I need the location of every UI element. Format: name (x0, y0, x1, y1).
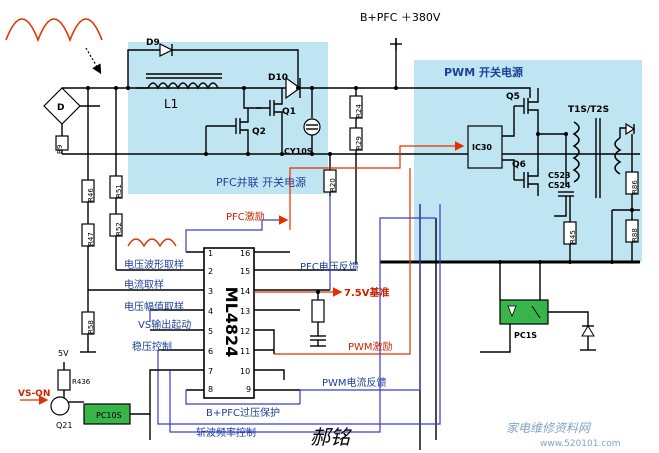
r86-label: R86 (631, 180, 639, 194)
c523-label: C523 (548, 171, 571, 180)
pfc-voltage-feedback-label: PFC电压反馈 (300, 260, 359, 273)
svg-text:4: 4 (208, 307, 213, 316)
d9-label: D9 (146, 38, 160, 48)
svg-text:11: 11 (240, 347, 250, 356)
r51-label: R51 (115, 184, 123, 198)
svg-text:2: 2 (208, 267, 213, 276)
r20-label: R20 (329, 178, 337, 192)
d10-label: D10 (268, 73, 288, 83)
voltage-waveform-sample-label: 电压波形取样 (124, 258, 184, 271)
regulation-label: 稳压控制 (132, 340, 172, 353)
dotted-arrow (85, 47, 102, 75)
svg-text:5: 5 (208, 327, 213, 336)
pwm-block-title: PWM 开关电源 (444, 65, 523, 79)
r46-label: R46 (87, 188, 95, 202)
transformer-label: T1S/T2S (568, 105, 609, 115)
ic-left-pins: 1 2 3 4 5 6 7 8 (208, 249, 213, 394)
r88-label: R88 (631, 228, 639, 242)
q6-label: Q6 (512, 160, 526, 170)
transformer-secondary (614, 137, 622, 175)
r436-label: R436 (72, 378, 91, 386)
bridge-rectifier: D (43, 87, 81, 125)
svg-text:ML4824: ML4824 (222, 287, 241, 358)
r47-label: R47 (87, 232, 95, 246)
q5-label: Q5 (506, 92, 520, 102)
rail-label: B+PFC ＋380V (360, 11, 441, 24)
site-watermark-url: www.520101.com (540, 439, 621, 449)
ic-right-pins: 16 15 14 13 12 11 10 9 (240, 249, 251, 394)
svg-text:9: 9 (246, 385, 251, 394)
sample-waveform-icon (127, 238, 177, 248)
r52-label: R52 (115, 222, 123, 236)
pc10s-label: PC10S (96, 411, 122, 420)
ic30-label: IC30 (472, 143, 492, 152)
r45-label: R45 (569, 230, 577, 244)
q21-label: Q21 (56, 421, 72, 430)
vs-start-label: VS输出起动 (138, 318, 191, 331)
svg-text:12: 12 (240, 327, 250, 336)
pfc-block-shade (128, 42, 328, 194)
svg-text:7: 7 (208, 367, 213, 376)
pc1s-box (499, 299, 549, 325)
pwm-drive-label: PWM激励 (348, 340, 393, 353)
r29-label: R29 (355, 136, 363, 150)
v5-label: 5V (58, 349, 69, 358)
q2-label: Q2 (252, 127, 266, 137)
l1-inductor (147, 82, 219, 90)
junction-dots (86, 86, 634, 294)
svg-text:3: 3 (208, 287, 213, 296)
svg-text:14: 14 (240, 287, 250, 296)
svg-text:6: 6 (208, 347, 213, 356)
l1-label: L1 (164, 97, 178, 111)
r58-label: R58 (87, 320, 95, 334)
signature-watermark: 郝铭 (310, 425, 352, 449)
svg-text:16: 16 (240, 249, 250, 258)
pfc-drive-label: PFC激励 (226, 210, 265, 223)
pwm-current-feedback-label: PWM电流反馈 (322, 376, 387, 389)
pwm-block-shade (414, 60, 642, 262)
transformer-primary (572, 121, 580, 183)
site-watermark-cn: 家电维修资料网 (506, 421, 592, 435)
vs-on-text: VS-ON (18, 389, 50, 399)
svg-text:8: 8 (208, 385, 213, 394)
svg-text:10: 10 (240, 367, 250, 376)
ml4824-ic: ML4824 (203, 247, 255, 399)
svg-text:1: 1 (208, 249, 213, 258)
c524-label: C524 (548, 181, 571, 190)
voltage-amplitude-sample-label: 电压幅值取样 (124, 300, 184, 313)
ref-7v5-label: 7.5V基准 (344, 286, 389, 299)
ic30-box (467, 125, 503, 169)
svg-text:15: 15 (240, 267, 250, 276)
svg-text:D: D (57, 103, 64, 113)
q1-label: Q1 (282, 107, 296, 117)
chop-freq-control-label: 斩波频率控制 (196, 426, 256, 439)
svg-text:13: 13 (240, 307, 250, 316)
pc1s-label: PC1S (514, 331, 537, 340)
r9-label: R9 (56, 145, 64, 154)
rectified-waveform-icon (5, 18, 103, 43)
overvoltage-protect-label: B+PFC过压保护 (206, 406, 280, 419)
r24-label: R24 (355, 104, 363, 118)
current-sample-label: 电流取样 (124, 278, 164, 291)
pfc-block-title: PFC并联 开关电源 (216, 175, 306, 189)
cy10s-label: CY10S (284, 147, 313, 156)
